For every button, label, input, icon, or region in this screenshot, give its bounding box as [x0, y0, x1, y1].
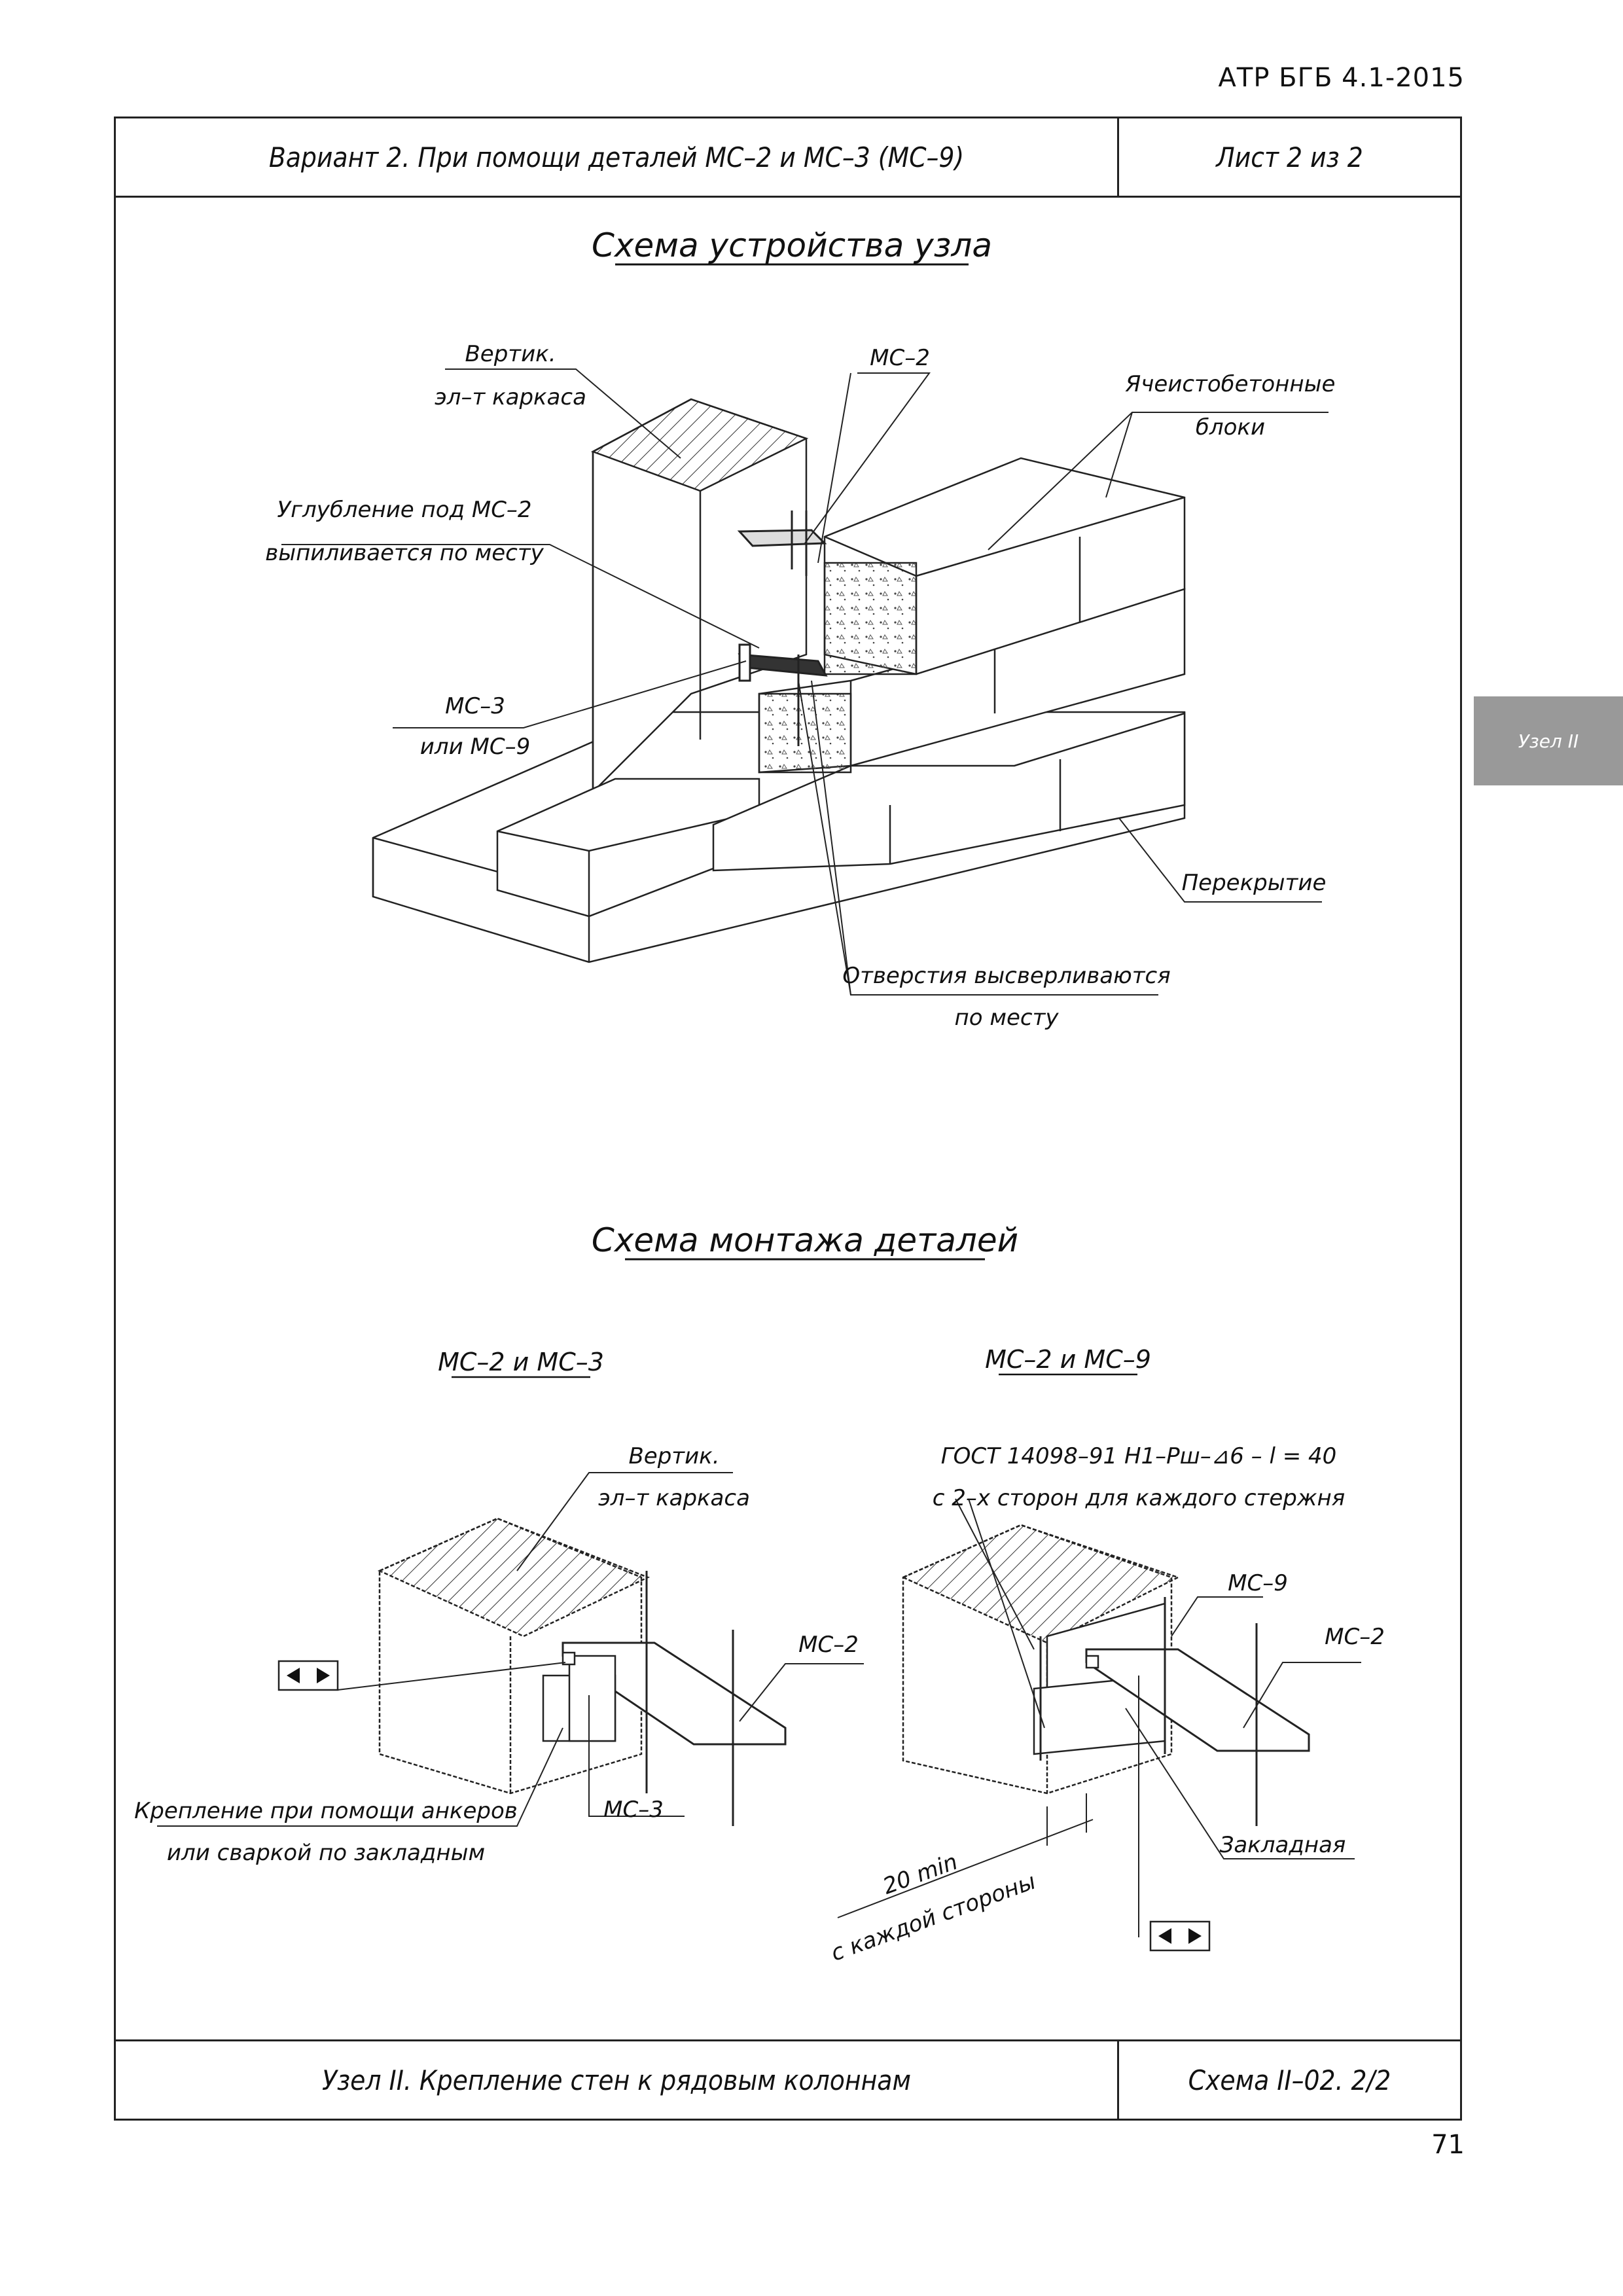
label-ms3-1: МС–3 — [445, 693, 505, 719]
label-holes-1: Отверстия высверливаются — [842, 963, 1170, 989]
left-vertical-2: эл–т каркаса — [598, 1485, 750, 1511]
label-blocks-1: Ячеистобетонные — [1125, 371, 1336, 397]
weld-line-1: ГОСТ 14098–91 Н1–Рш–⊿6 – l = 40 — [941, 1443, 1337, 1469]
scheme2-title: Схема монтажа деталей — [592, 1221, 1018, 1261]
right-move-icon — [1149, 1920, 1211, 1952]
left-ms2: МС–2 — [798, 1632, 859, 1658]
left-detail — [377, 1517, 787, 1826]
right-subtitle: МС–2 и МС–9 — [985, 1345, 1151, 1374]
footer-title-cell: Узел II. Крепление стен к рядовым колонн… — [116, 2041, 1119, 2119]
left-subtitle: МС–2 и МС–3 — [438, 1348, 604, 1376]
scheme1-labels: Вертик. эл–т каркаса МС–2 Ячеистобетонны… — [265, 341, 1335, 1031]
right-ms2: МС–2 — [1325, 1624, 1385, 1650]
page-number: 71 — [1431, 2130, 1465, 2160]
label-vertical-1: Вертик. — [465, 341, 556, 367]
document-code: АТР БГБ 4.1-2015 — [1218, 63, 1465, 93]
left-vertical-1: Вертик. — [628, 1443, 719, 1469]
footer-scheme: Схема II–02. 2/2 — [1188, 2064, 1391, 2096]
sheet-footer: Узел II. Крепление стен к рядовым колонн… — [116, 2039, 1460, 2119]
sheet-number: Лист 2 из 2 — [1216, 141, 1363, 173]
svg-text:Схема монтажа деталей: Схема монтажа деталей — [592, 1221, 1018, 1259]
label-slab: Перекрытие — [1182, 870, 1327, 896]
column — [590, 398, 809, 795]
dim-line-1: 20 min — [880, 1849, 961, 1900]
section-tab-label: Узел II — [1518, 730, 1579, 752]
left-fix-1: Крепление при помощи анкеров — [134, 1798, 518, 1824]
header-title: Вариант 2. При помощи деталей МС–2 и МС–… — [268, 141, 965, 173]
left-labels: Вертик. эл–т каркаса МС–2 МС–3 Крепление… — [134, 1443, 859, 1866]
blocks-middle-row — [758, 588, 1186, 774]
right-leaders — [837, 1498, 1361, 1937]
connector-parts — [737, 511, 828, 746]
scheme1-isometric-view — [372, 398, 1186, 963]
right-embedded: Закладная — [1220, 1832, 1346, 1858]
blocks-lower-row — [496, 712, 1186, 918]
left-ms3: МС–3 — [603, 1797, 664, 1823]
drawing-sheet: Вариант 2. При помощи деталей МС–2 и МС–… — [114, 117, 1462, 2121]
label-recess-1: Углубление под МС–2 — [277, 497, 531, 523]
header-title-cell: Вариант 2. При помощи деталей МС–2 и МС–… — [116, 118, 1119, 196]
svg-text:Схема устройства узла: Схема устройства узла — [592, 226, 992, 264]
sheet-header: Вариант 2. При помощи деталей МС–2 и МС–… — [116, 118, 1460, 198]
blocks-upper-row — [823, 457, 1186, 675]
label-ms2: МС–2 — [870, 345, 930, 371]
label-holes-2: по месту — [954, 1005, 1059, 1031]
scheme1-title: Схема устройства узла — [592, 226, 992, 266]
scheme2-subtitles: МС–2 и МС–3 МС–2 и МС–9 — [438, 1345, 1151, 1378]
label-vertical-2: эл–т каркаса — [435, 384, 586, 410]
section-tab: Узел II — [1474, 696, 1623, 785]
weld-line-2: с 2–х сторон для каждого стержня — [933, 1485, 1345, 1511]
footer-scheme-cell: Схема II–02. 2/2 — [1119, 2041, 1460, 2119]
header-sheet-cell: Лист 2 из 2 — [1119, 118, 1460, 196]
right-detail — [901, 1524, 1310, 1826]
left-leaders — [157, 1472, 864, 1827]
label-ms3-2: или МС–9 — [420, 734, 530, 760]
scheme1-leaders — [281, 368, 1329, 996]
label-recess-2: выпиливается по месту — [265, 540, 544, 566]
right-ms9: МС–9 — [1228, 1570, 1288, 1596]
label-blocks-2: блоки — [1196, 414, 1265, 440]
left-move-icon — [277, 1660, 339, 1691]
footer-title: Узел II. Крепление стен к рядовым колонн… — [322, 2064, 911, 2096]
left-fix-2: или сваркой по закладным — [167, 1840, 485, 1866]
